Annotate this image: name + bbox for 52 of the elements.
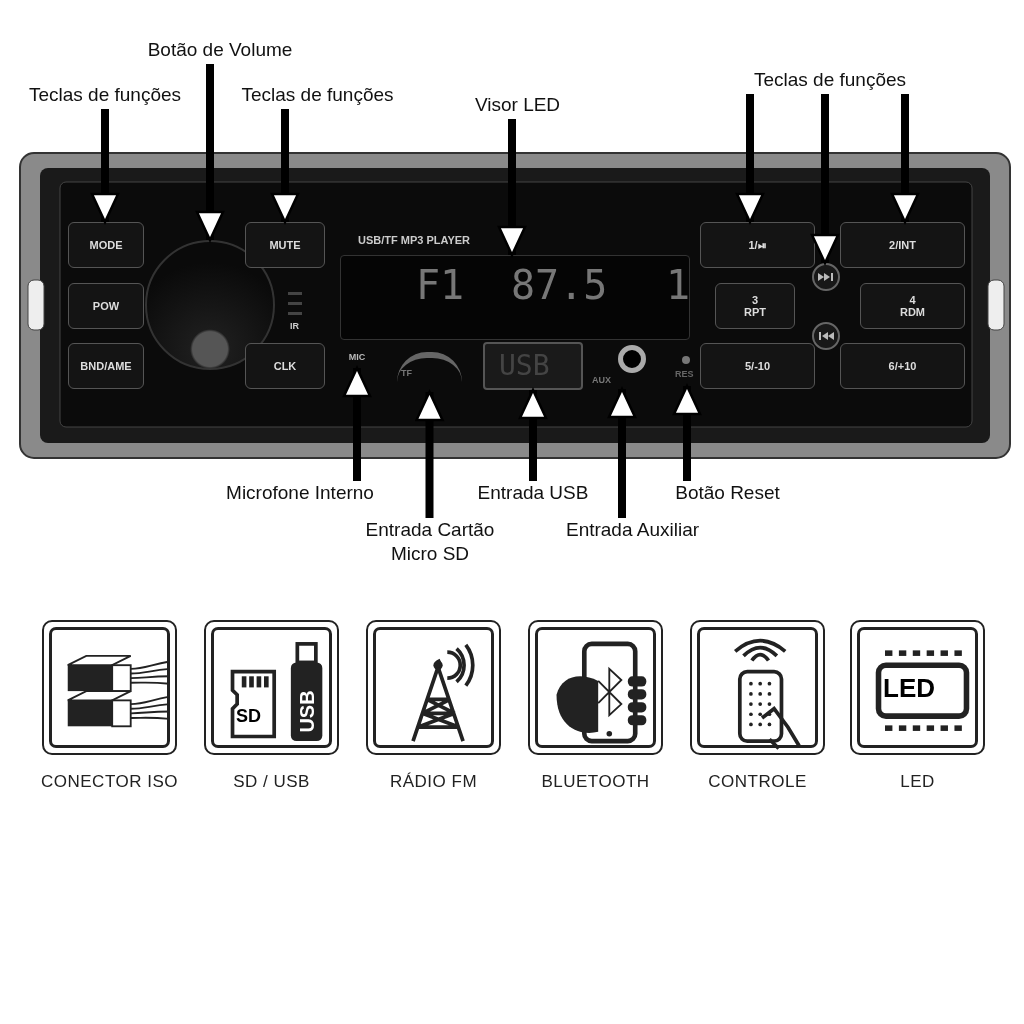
arrow xyxy=(810,94,840,265)
icon-text: SD xyxy=(236,706,261,727)
panel-button: 3 RPT xyxy=(715,283,795,329)
callout-text: Microfone Interno xyxy=(205,481,395,507)
callout-text: Visor LED xyxy=(455,93,580,119)
feature-caption: BLUETOOTH xyxy=(540,772,651,792)
panel-label: IR xyxy=(290,321,299,331)
arrow xyxy=(672,384,702,481)
arrow xyxy=(90,109,120,224)
callout-text: Botão Reset xyxy=(655,481,800,507)
arrow xyxy=(518,388,548,481)
panel-button: MODE xyxy=(68,222,144,268)
display-digits: 87.5 xyxy=(511,262,608,308)
callout-text: Teclas de funções xyxy=(10,83,200,109)
panel-button: CLK xyxy=(245,343,325,389)
arrow xyxy=(497,119,527,257)
callout-text: Entrada USB xyxy=(458,481,608,507)
lcd-display xyxy=(340,255,690,340)
port-label: TF xyxy=(401,368,412,378)
panel-button: MUTE xyxy=(245,222,325,268)
port-label: AUX xyxy=(592,375,611,385)
usb-port xyxy=(483,342,583,390)
feature-caption: CONTROLE xyxy=(707,772,808,792)
display-digits: F1 xyxy=(416,262,465,308)
icon-text: USB xyxy=(295,690,319,733)
panel-button: BND/AME xyxy=(68,343,144,389)
arrow xyxy=(415,390,444,518)
panel-button: POW xyxy=(68,283,144,329)
arrow xyxy=(890,94,920,224)
arrow xyxy=(607,387,637,518)
icon-text: LED xyxy=(883,673,935,704)
callout-text: Entrada Auxiliar xyxy=(545,518,720,544)
arrow xyxy=(735,94,765,224)
panel-button: 4 RDM xyxy=(860,283,965,329)
panel-button: 5/-10 xyxy=(700,343,815,389)
callout-text: Entrada Cartão Micro SD xyxy=(345,518,515,568)
panel-label: USB/TF MP3 PLAYER xyxy=(358,234,471,246)
callout-text: Botão de Volume xyxy=(120,38,320,64)
panel-button: 1/⏯ xyxy=(700,222,815,268)
feature-caption: SD / USB xyxy=(232,772,311,792)
port-label: MIC xyxy=(342,352,372,368)
feature-caption: LED xyxy=(899,772,936,792)
feature-caption: RÁDIO FM xyxy=(388,772,479,792)
feature-caption: CONECTOR ISO xyxy=(40,772,179,792)
arrow xyxy=(270,109,300,224)
port-label: RES xyxy=(675,369,694,379)
panel-button: 6/+10 xyxy=(840,343,965,389)
arrow xyxy=(342,366,372,481)
callout-text: Teclas de funções xyxy=(220,83,415,109)
panel-button: 2/INT xyxy=(840,222,965,268)
display-digits: 1 xyxy=(666,262,691,308)
callout-text: Teclas de funções xyxy=(730,68,930,94)
